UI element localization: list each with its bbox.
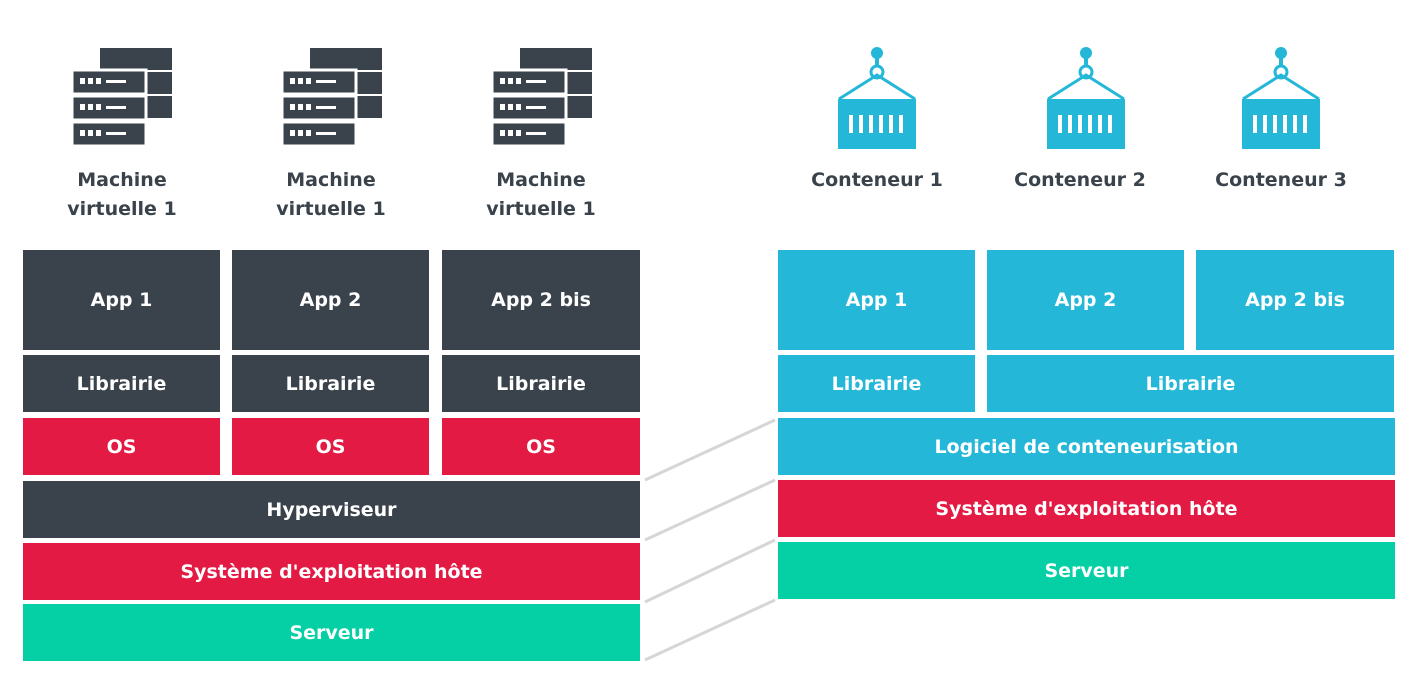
container-app-block: App 1 bbox=[778, 250, 975, 350]
vm-caption: Machine virtuelle 1 bbox=[22, 166, 222, 224]
container-library-block: Librairie bbox=[987, 355, 1394, 412]
container-runtime-block: Logiciel de conteneurisation bbox=[778, 418, 1395, 475]
vm-app-block: App 1 bbox=[23, 250, 220, 350]
server-rack-icon bbox=[492, 48, 592, 146]
vm-caption-line2: virtuelle 1 bbox=[276, 198, 386, 220]
vm-caption-line1: Machine bbox=[77, 169, 167, 191]
vm-os-block: OS bbox=[23, 418, 220, 475]
vm-host-os-block: Système d'exploitation hôte bbox=[23, 543, 640, 600]
vm-library-block: Librairie bbox=[442, 355, 640, 412]
connector-line bbox=[644, 418, 776, 482]
hypervisor-block: Hyperviseur bbox=[23, 481, 640, 538]
vm-os-block: OS bbox=[232, 418, 429, 475]
vm-caption-line2: virtuelle 1 bbox=[67, 198, 177, 220]
container-library-block: Librairie bbox=[778, 355, 975, 412]
connector-line bbox=[644, 538, 776, 604]
connector-line bbox=[644, 598, 776, 662]
shipping-container-icon bbox=[1047, 47, 1125, 149]
shipping-container-icon bbox=[1242, 47, 1320, 149]
container-caption: Conteneur 1 bbox=[811, 169, 943, 191]
vm-caption-line2: virtuelle 1 bbox=[486, 198, 596, 220]
connector-line bbox=[644, 478, 776, 542]
vm-app-block: App 2 bbox=[232, 250, 429, 350]
container-app-block: App 2 bbox=[987, 250, 1184, 350]
vm-app-block: App 2 bis bbox=[442, 250, 640, 350]
vm-caption-line1: Machine bbox=[286, 169, 376, 191]
vm-caption: Machine virtuelle 1 bbox=[441, 166, 641, 224]
vm-library-block: Librairie bbox=[232, 355, 429, 412]
vm-os-block: OS bbox=[442, 418, 640, 475]
vm-caption-line1: Machine bbox=[496, 169, 586, 191]
vm-server-block: Serveur bbox=[23, 604, 640, 661]
shipping-container-icon bbox=[838, 47, 916, 149]
container-app-block: App 2 bis bbox=[1196, 250, 1394, 350]
vm-library-block: Librairie bbox=[23, 355, 220, 412]
container-host-os-block: Système d'exploitation hôte bbox=[778, 480, 1395, 537]
container-server-block: Serveur bbox=[778, 542, 1395, 599]
vm-caption: Machine virtuelle 1 bbox=[231, 166, 431, 224]
container-caption: Conteneur 3 bbox=[1215, 169, 1347, 191]
container-caption: Conteneur 2 bbox=[1014, 169, 1146, 191]
server-rack-icon bbox=[282, 48, 382, 146]
server-rack-icon bbox=[72, 48, 172, 146]
